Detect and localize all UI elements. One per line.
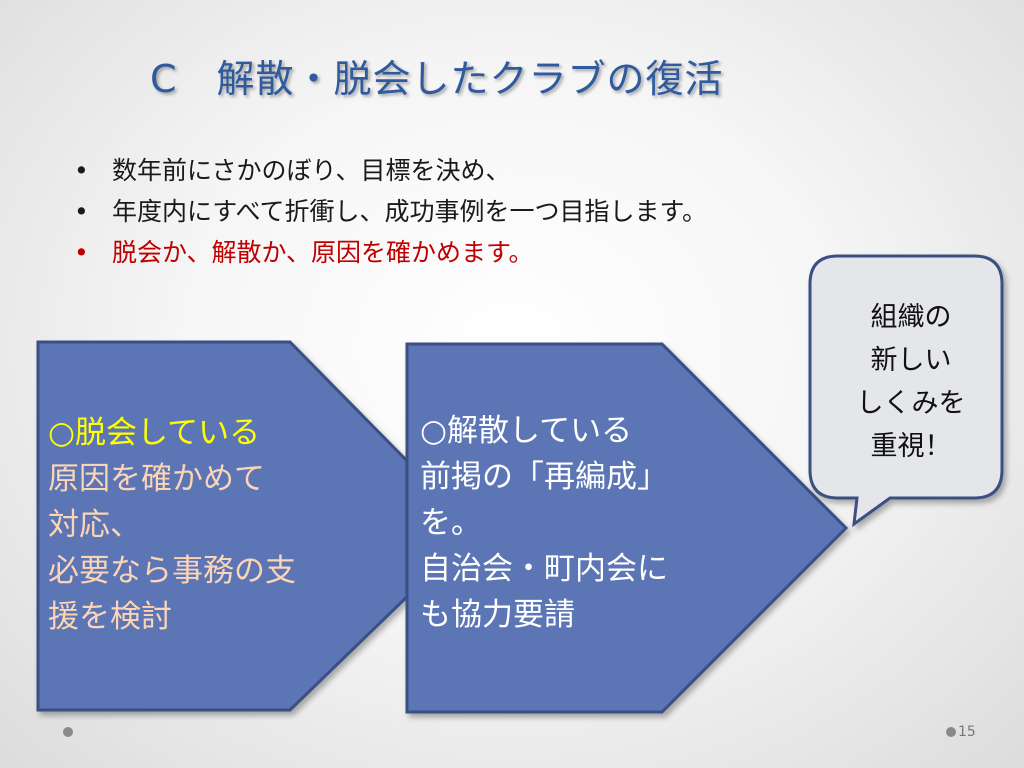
decorative-dot-icon — [63, 727, 73, 737]
page-number: 15 — [958, 724, 976, 740]
pentagon-arrow-shape-2 — [405, 342, 849, 714]
speech-bubble-shape — [808, 254, 1004, 528]
bullet-item-highlight: • 脱会か、解散か、原因を確かめます。 — [72, 232, 707, 273]
decorative-dot-icon — [946, 727, 956, 737]
box1-heading: ○脱会している — [48, 415, 261, 451]
bullet-text: 数年前にさかのぼり、目標を決め、 — [112, 156, 511, 185]
bullet-list: • 数年前にさかのぼり、目標を決め、 • 年度内にすべて折衝し、成功事例を一つ目指し… — [72, 150, 707, 273]
dissolved-club-box: ○解散している 前掲の「再編成」 を。 自治会・町内会に も協力要請 — [420, 408, 668, 638]
callout-line: しくみを — [856, 388, 966, 419]
withdrawn-club-box: ○脱会している 原因を確かめて 対応、 必要なら事務の支 援を検討 — [48, 410, 296, 640]
box2-heading: ○解散している — [420, 413, 633, 449]
bullet-marker: • — [74, 197, 89, 226]
callout-text: 組織の 新しい しくみを 重視！ — [826, 296, 996, 468]
box1-line: 援を検討 — [48, 599, 172, 635]
box1-line: 原因を確かめて — [48, 461, 265, 497]
box2-line: 自治会・町内会に — [420, 551, 668, 587]
slide-title: C 解散・脱会したクラブの復活 — [150, 57, 724, 101]
bullet-marker: • — [74, 238, 89, 267]
bullet-item: • 年度内にすべて折衝し、成功事例を一つ目指します。 — [72, 191, 707, 232]
callout-line: 新しい — [870, 345, 952, 376]
callout-line: 組織の — [870, 302, 952, 333]
bullet-marker: • — [74, 156, 89, 185]
bullet-text: 年度内にすべて折衝し、成功事例を一つ目指します。 — [112, 197, 708, 226]
bullet-text: 脱会か、解散か、原因を確かめます。 — [112, 238, 534, 267]
box2-line: も協力要請 — [420, 597, 575, 633]
box2-line: を。 — [420, 505, 482, 541]
box2-line: 前掲の「再編成」 — [420, 459, 668, 495]
callout-line: 重視！ — [870, 431, 952, 462]
bullet-item: • 数年前にさかのぼり、目標を決め、 — [72, 150, 707, 191]
box1-line: 必要なら事務の支 — [48, 553, 296, 589]
box1-line: 対応、 — [48, 507, 141, 543]
